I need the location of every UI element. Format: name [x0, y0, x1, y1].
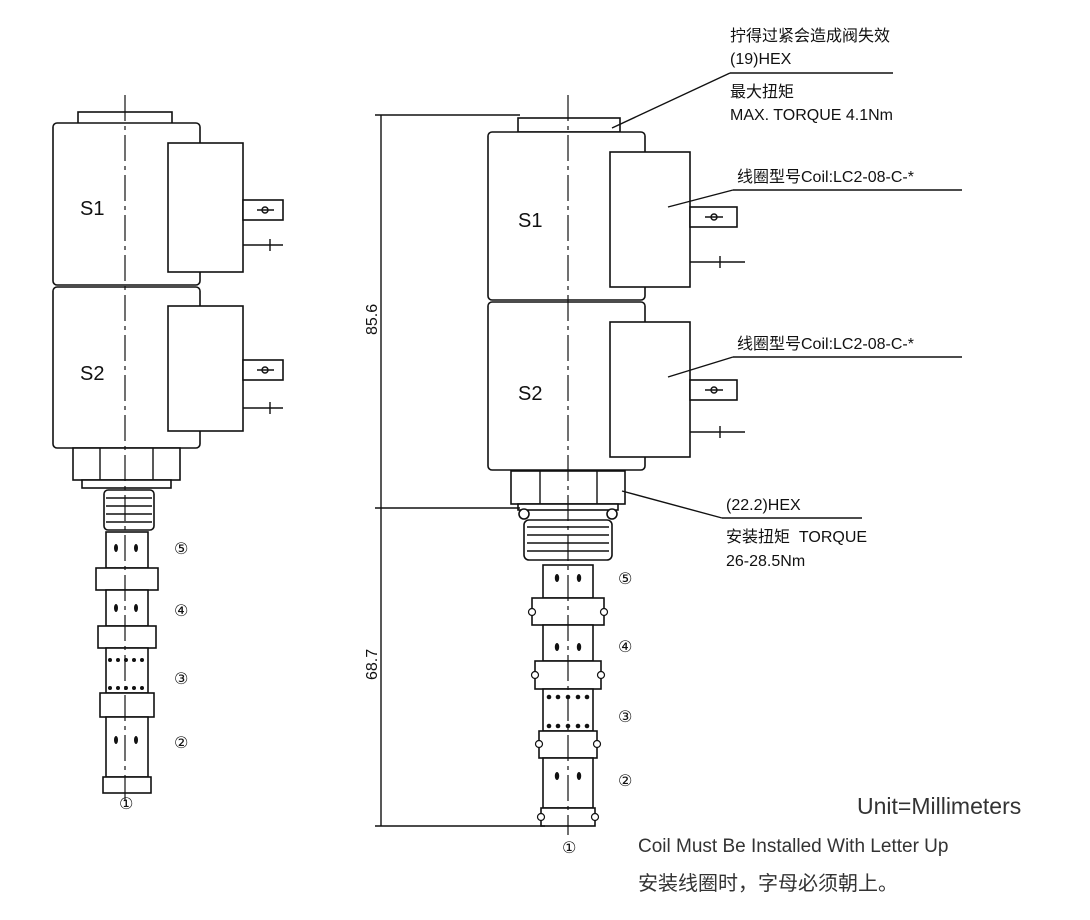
- coil-note-cn: 安装线圈时，字母必须朝上。: [638, 872, 898, 895]
- left-view: S1 S2 ⑤ ④ ③ ② ①: [52, 95, 284, 813]
- callout-body-torque-label: 安装扭矩 TORQUE: [726, 528, 867, 546]
- right-connector-s1: [609, 151, 691, 288]
- left-connector-s2: [167, 305, 244, 432]
- callout-body-torque-value: 26-28.5Nm: [726, 553, 805, 570]
- callout-warning-text: 拧得过紧会造成阀失效: [730, 27, 890, 45]
- callout-coil-2: 线圈型号Coil:LC2-08-C-*: [667, 335, 962, 378]
- right-port-4: ④: [618, 639, 632, 656]
- left-connector-s1: [167, 142, 244, 273]
- left-port-1: ①: [119, 796, 133, 813]
- left-hex-nut: [72, 447, 181, 489]
- left-coil-label-s2: S2: [80, 363, 104, 385]
- callout-coil-1-text: 线圈型号Coil:LC2-08-C-*: [737, 168, 914, 186]
- callout-hex-size: (19)HEX: [730, 51, 792, 68]
- callout-body-hex-size: (22.2)HEX: [726, 497, 801, 514]
- left-port-5: ⑤: [174, 541, 188, 558]
- callout-top-hex: 拧得过紧会造成阀失效 (19)HEX 最大扭矩 MAX. TORQUE 4.1N…: [611, 27, 893, 129]
- right-port-2: ②: [618, 773, 632, 790]
- dimension-lower: 68.7: [364, 649, 381, 680]
- callout-body-hex: (22.2)HEX 安装扭矩 TORQUE 26-28.5Nm: [621, 490, 867, 570]
- right-port-1: ①: [562, 840, 576, 857]
- right-view: 85.6 68.7 S1 S2 ⑤ ④ ③ ② ① 拧得过紧会造成阀失效 (19…: [364, 27, 962, 857]
- right-coil-label-s2: S2: [518, 383, 542, 405]
- right-port-5: ⑤: [618, 571, 632, 588]
- left-port-4: ④: [174, 603, 188, 620]
- right-connector-s2: [609, 321, 691, 458]
- left-coil-label-s1: S1: [80, 198, 104, 220]
- dimension-upper: 85.6: [364, 304, 381, 335]
- callout-torque-cn: 最大扭矩: [730, 83, 794, 101]
- callout-torque-en: MAX. TORQUE 4.1Nm: [730, 107, 893, 124]
- right-terminal-s2: [689, 379, 745, 438]
- left-port-2: ②: [174, 735, 188, 752]
- left-terminal-s2: [242, 359, 284, 414]
- unit-note: Unit=Millimeters: [857, 793, 1021, 819]
- callout-coil-1: 线圈型号Coil:LC2-08-C-*: [667, 168, 962, 208]
- dimension-lines: [375, 114, 545, 827]
- right-top-hex: [517, 117, 621, 133]
- left-cage: [95, 531, 159, 794]
- callout-coil-2-text: 线圈型号Coil:LC2-08-C-*: [737, 335, 914, 353]
- right-terminal-s1: [689, 206, 745, 268]
- left-port-3: ③: [174, 671, 188, 688]
- right-coil-label-s1: S1: [518, 210, 542, 232]
- left-terminal-s1: [242, 199, 284, 251]
- right-port-3: ③: [618, 709, 632, 726]
- coil-note-en: Coil Must Be Installed With Letter Up: [638, 836, 948, 857]
- left-thread: [103, 489, 155, 531]
